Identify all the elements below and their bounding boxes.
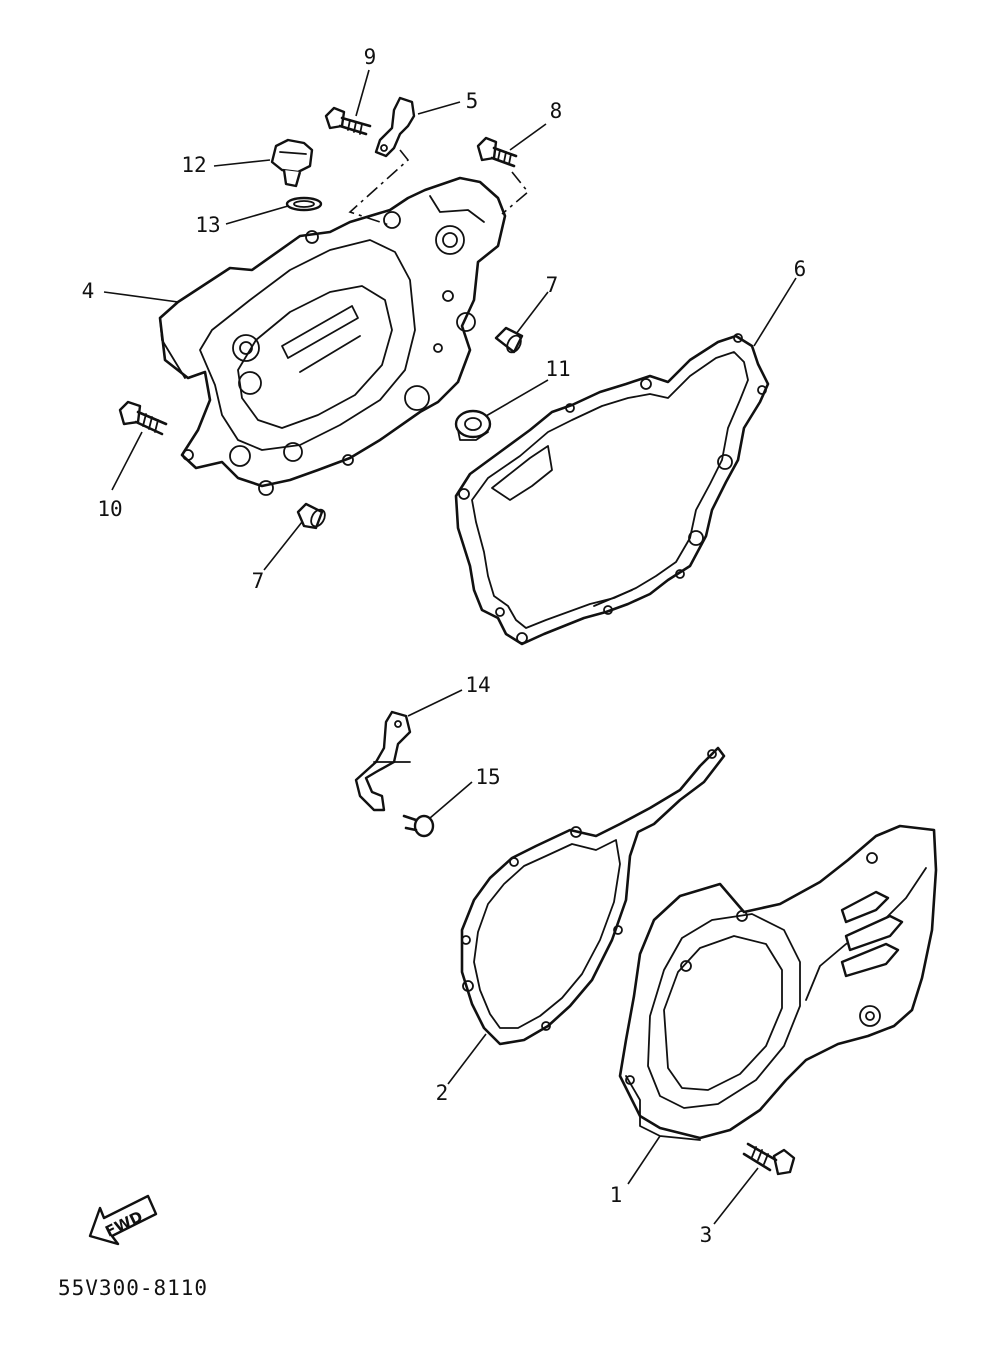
callout-2: 2: [436, 1081, 449, 1105]
callout-labels: 1 2 3 4 5 6 7 7 8 9 10 11 12 13 14 15: [82, 45, 807, 1247]
screw-part-15[interactable]: [402, 814, 435, 838]
fwd-arrow-icon: FWD: [88, 1194, 158, 1246]
callout-12: 12: [181, 153, 206, 177]
crankcase-cover-part-1[interactable]: [618, 824, 938, 1141]
assembly-line-8: [501, 171, 530, 215]
oil-seal-part-11[interactable]: [454, 409, 492, 441]
callout-5: 5: [466, 89, 479, 113]
callout-13: 13: [195, 213, 220, 237]
callout-7-lower: 7: [252, 569, 265, 593]
callout-4: 4: [82, 279, 95, 303]
callout-6: 6: [794, 257, 807, 281]
callout-3: 3: [700, 1223, 713, 1247]
gasket-part-6[interactable]: [454, 333, 770, 646]
callout-1: 1: [610, 1183, 623, 1207]
callout-9: 9: [364, 45, 377, 69]
drawing-code: 55V300-8110: [58, 1276, 208, 1300]
bolt-part-8[interactable]: [476, 136, 518, 168]
bracket-part-5[interactable]: [374, 96, 416, 158]
callout-8: 8: [550, 99, 563, 123]
callout-11: 11: [545, 357, 570, 381]
bolt-part-9[interactable]: [324, 106, 372, 136]
bolt-part-10[interactable]: [118, 400, 168, 436]
callout-14: 14: [465, 673, 490, 697]
bracket-part-14[interactable]: [354, 710, 412, 812]
dowel-pin-part-7-upper[interactable]: [494, 326, 524, 355]
leader-lines: [103, 69, 797, 1225]
callout-15: 15: [475, 765, 500, 789]
callout-7-upper: 7: [546, 273, 559, 297]
crankcase-cover-part-4[interactable]: [158, 176, 507, 496]
bolt-part-3[interactable]: [742, 1142, 796, 1176]
filler-cap-part-12[interactable]: [270, 138, 314, 188]
o-ring-part-13[interactable]: [285, 196, 323, 212]
callout-10: 10: [97, 497, 122, 521]
gasket-part-2[interactable]: [460, 746, 726, 1046]
dowel-pin-part-7-lower[interactable]: [296, 502, 328, 530]
assembly-line-5: [348, 149, 410, 227]
